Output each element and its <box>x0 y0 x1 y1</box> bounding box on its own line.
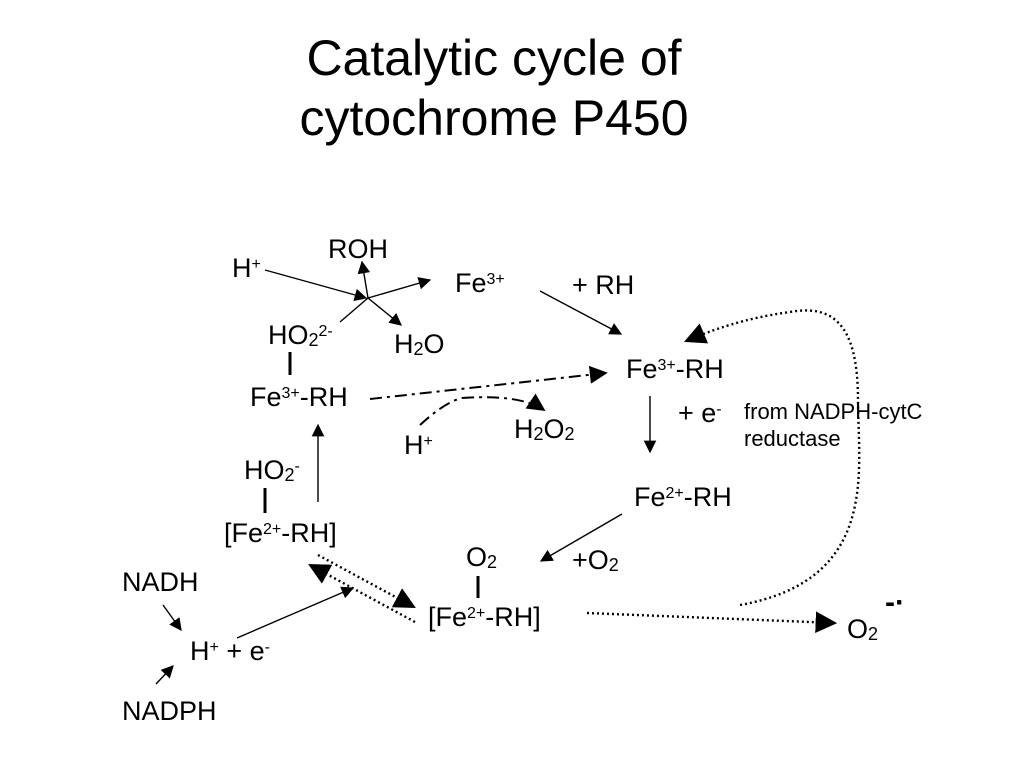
species-fe2-rh-hydroperoxo-complex: [Fe2+-RH] <box>224 518 337 548</box>
species-superoxide: O2 <box>847 614 879 644</box>
species-h-plus-mid: H+ <box>404 430 433 460</box>
species-fe3-rh-substrate-bound: Fe3+-RH <box>626 354 724 384</box>
superoxide-radical-mark: -· <box>885 586 905 619</box>
species-roh: ROH <box>328 234 388 264</box>
arrow-peroxo-to-node <box>339 297 369 323</box>
species-fe3-rh-peroxo-complex: Fe3+-RH <box>250 382 348 412</box>
arrow-nadph-to-h-plus <box>155 665 174 685</box>
species-fe2-rh-oxy-complex: [Fe2+-RH] <box>428 602 541 632</box>
dotted-arrow-to-superoxide <box>586 611 838 634</box>
arrow-fe2rh-to-o2-complex <box>539 513 623 562</box>
reductase-note-line-1: from NADPH-cytC <box>744 399 923 424</box>
arrow-nadh-to-h-plus <box>162 604 182 632</box>
arrow-fe3-to-fe3rh <box>539 290 623 335</box>
arrow-node-to-roh <box>357 260 371 299</box>
reductase-note-line-2: reductase <box>744 426 841 451</box>
arrow-h-plus-to-node <box>264 269 368 302</box>
species-nadh: NADH <box>122 567 199 597</box>
dotted-loop-to-fe3rh <box>684 309 861 607</box>
species-o2-bound: O2 <box>466 542 498 572</box>
species-h-plus-electron: H+ + e- <box>190 636 270 666</box>
species-water: H2O <box>394 329 445 359</box>
species-plus-rh: + RH <box>572 270 635 300</box>
reductase-note: from NADPH-cytC reductase <box>744 398 922 452</box>
species-hydroperoxo: HO2- <box>244 455 300 485</box>
arrow-node-to-h2o <box>367 297 402 326</box>
species-nadph: NADPH <box>122 696 217 726</box>
shunt-arrow-peroxide <box>369 365 608 400</box>
species-hydrogen-peroxide: H2O2 <box>514 414 575 444</box>
dotted-arrow-to-bottom-complex <box>317 553 416 609</box>
title-line-2: cytochrome P450 <box>299 90 689 146</box>
dotted-arrow-to-left-complex <box>308 563 416 624</box>
arrow-electron-to-complex <box>236 586 355 639</box>
slide-title: Catalytic cycle of cytochrome P450 <box>0 28 1024 148</box>
shunt-h-plus-branch <box>419 397 463 426</box>
arrow-node-to-fe3 <box>367 277 432 299</box>
species-plus-o2: +O2 <box>572 545 619 575</box>
species-plus-electron: + e- <box>678 398 722 428</box>
species-fe2-rh: Fe2+-RH <box>634 482 732 512</box>
title-line-1: Catalytic cycle of <box>306 30 682 86</box>
species-peroxo: HO22- <box>268 320 333 350</box>
shunt-h2o2-branch <box>461 393 546 411</box>
species-fe3-free: Fe3+ <box>455 268 505 298</box>
species-h-plus-top: H+ <box>232 253 261 283</box>
